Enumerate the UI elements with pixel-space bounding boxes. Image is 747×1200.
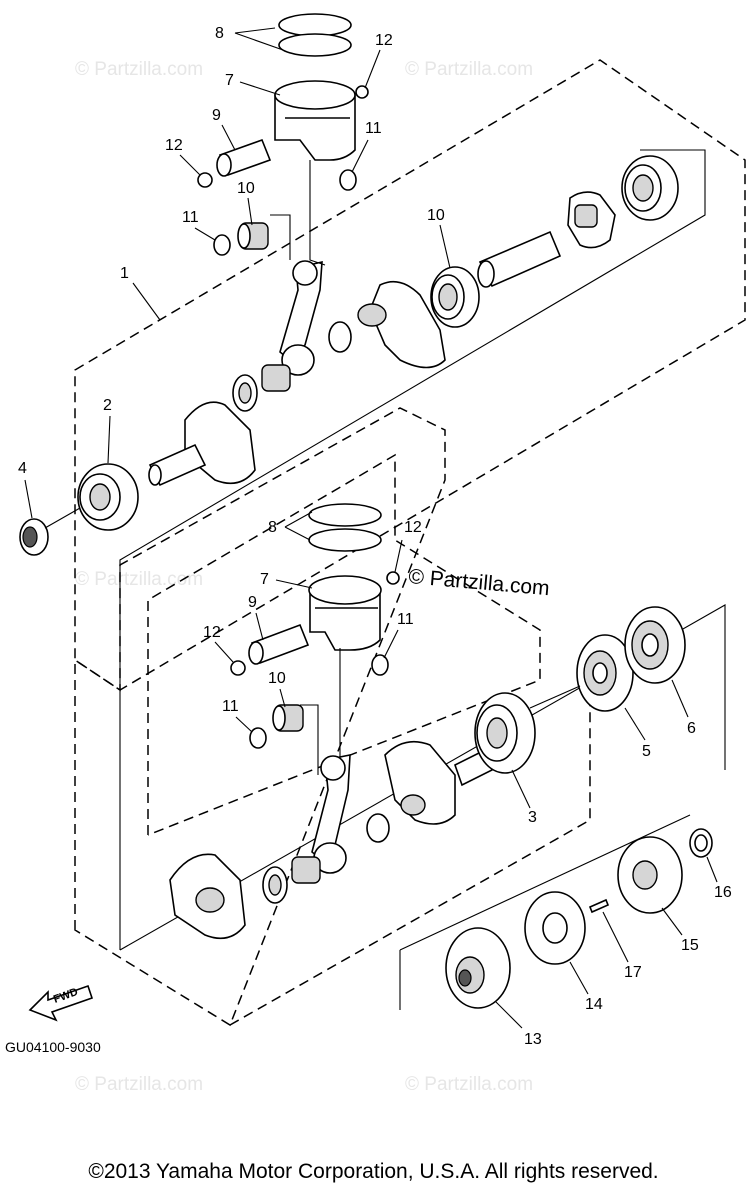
callout-12b-lower: 12 <box>203 624 221 641</box>
crank-web-upper-right <box>357 280 446 369</box>
callout-16: 16 <box>714 884 732 901</box>
clip-lower-right <box>386 571 400 585</box>
watermark: © Partzilla.com <box>75 59 203 80</box>
callout-5: 5 <box>642 743 651 760</box>
oil-seal-5 <box>576 634 634 712</box>
callouts-lower: 8 12 7 9 12 11 10 11 3 5 6 16 15 17 14 1… <box>203 511 732 1048</box>
diagram-code: GU04100-9030 <box>5 1039 101 1055</box>
needle-bearing-lower <box>272 704 304 732</box>
watermarks: © Partzilla.com © Partzilla.com © Partzi… <box>75 59 533 1095</box>
crank-web-lower-right <box>384 740 493 825</box>
crank-web-lower-left <box>169 853 246 940</box>
axis-line-upper <box>44 507 81 529</box>
clip-upper-right <box>355 85 369 99</box>
main-bearing-3 <box>474 692 536 774</box>
needle-bearing-crank-lower <box>291 856 321 884</box>
coupler-15 <box>617 836 683 914</box>
main-bearing-upper-mid <box>430 266 480 328</box>
callouts-upper: 8 12 7 9 12 11 10 11 10 1 2 4 <box>18 25 451 519</box>
callout-7: 7 <box>225 72 234 89</box>
callout-10: 10 <box>237 180 255 197</box>
callout-8-lower: 8 <box>268 519 277 536</box>
callout-12b: 12 <box>165 137 183 154</box>
callout-7-lower: 7 <box>260 571 269 588</box>
coupler-hub-13 <box>445 927 511 1009</box>
callout-10b: 10 <box>427 207 445 224</box>
washer-16 <box>689 828 713 858</box>
damper-14 <box>524 891 586 965</box>
needle-bearing-upper <box>237 222 269 250</box>
callout-13: 13 <box>524 1031 542 1048</box>
callout-14: 14 <box>585 996 603 1013</box>
oil-seal-4 <box>19 518 49 556</box>
connecting-rod-upper <box>279 260 323 376</box>
callout-9-lower: 9 <box>248 594 257 611</box>
callout-4: 4 <box>18 460 27 477</box>
wrist-pin-lower <box>248 623 310 665</box>
callout-1: 1 <box>120 265 129 282</box>
washer-upper-a <box>213 234 231 256</box>
crank-web-upper-left <box>148 401 256 487</box>
callout-12: 12 <box>375 32 393 49</box>
callout-11b: 11 <box>182 209 199 226</box>
main-bearing-upper-right <box>621 155 679 221</box>
callout-11: 11 <box>365 120 382 137</box>
bracket-upper <box>119 149 706 690</box>
rod-guide-upper <box>270 160 326 266</box>
washer-upper-b <box>339 169 357 191</box>
watermark: © Partzilla.com <box>75 569 203 590</box>
callout-12-lower: 12 <box>404 519 422 536</box>
piston-rings-upper <box>278 13 352 57</box>
piston-rings-lower <box>308 503 382 552</box>
callout-10-lower: 10 <box>268 670 286 687</box>
callout-2: 2 <box>103 397 112 414</box>
callout-3: 3 <box>528 809 537 826</box>
roller-cage-upper <box>232 374 258 412</box>
thrust-washer-lower <box>366 813 390 843</box>
corner-mark: © Partzilla.com <box>408 565 551 600</box>
oil-seal-6 <box>624 606 686 684</box>
callout-11-lower: 11 <box>397 611 414 628</box>
copyright-footer: ©2013 Yamaha Motor Corporation, U.S.A. A… <box>88 1160 659 1183</box>
assembly-boundary-upper <box>74 59 746 691</box>
piston-lower <box>308 575 382 651</box>
callout-9: 9 <box>212 107 221 124</box>
needle-bearing-crank-upper <box>261 364 291 392</box>
axis-line-lower <box>529 685 581 709</box>
watermark: © Partzilla.com <box>405 59 533 80</box>
crank-web-upper-far <box>567 191 616 249</box>
pin-17 <box>588 898 610 914</box>
clip-upper-left <box>197 172 213 188</box>
roller-cage-lower <box>262 866 288 904</box>
rod-guide-lower <box>300 648 341 775</box>
assembly-boundary-lower <box>74 407 446 1027</box>
callout-11b-lower: 11 <box>222 698 239 715</box>
callout-15: 15 <box>681 937 699 954</box>
crank-pin-upper <box>477 230 562 288</box>
piston-upper <box>274 80 356 161</box>
wrist-pin-upper <box>216 138 272 177</box>
thrust-washer-mid <box>328 321 352 353</box>
watermark: © Partzilla.com <box>405 1074 533 1095</box>
callout-6: 6 <box>687 720 696 737</box>
callout-8: 8 <box>215 25 224 42</box>
clip-lower-left <box>230 660 246 676</box>
fwd-arrow-icon: FWD <box>28 984 94 1022</box>
connecting-rod-lower <box>311 754 351 874</box>
washer-lower-a <box>249 727 267 749</box>
washer-lower-b <box>371 654 389 676</box>
watermark: © Partzilla.com <box>75 1074 203 1095</box>
main-bearing-2 <box>77 463 139 531</box>
callout-17: 17 <box>624 964 642 981</box>
